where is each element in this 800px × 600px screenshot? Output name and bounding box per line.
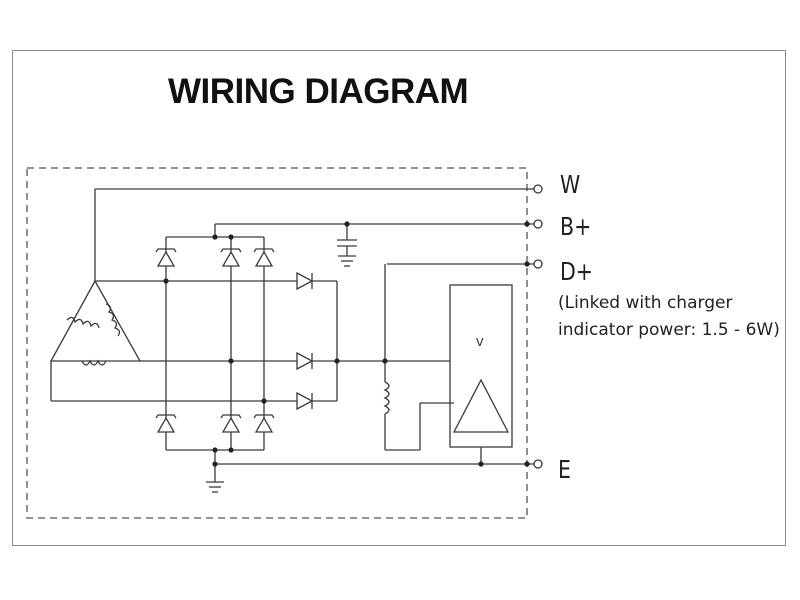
zener-diode	[155, 248, 177, 267]
terminal-circles	[533, 184, 543, 469]
terminal-w-circle	[533, 184, 543, 194]
terminal-label-dplus: D+	[560, 257, 593, 286]
junction-dots	[163, 221, 530, 467]
stator-delta-winding	[49, 279, 142, 366]
dplus-note-line1: (Linked with charger	[558, 293, 733, 313]
rectifier-bridge	[165, 224, 265, 482]
capacitor	[337, 224, 357, 256]
terminal-label-e: E	[558, 455, 571, 484]
zener-diode	[220, 414, 242, 433]
rotor-field-coil	[383, 381, 390, 415]
upper-zener-diodes	[155, 248, 275, 267]
stator-coil-bottom	[81, 359, 107, 366]
stator-coil-left	[66, 316, 100, 329]
terminal-dplus-circle	[533, 259, 543, 269]
terminal-e-circle	[533, 459, 543, 469]
terminal-bplus-circle	[533, 219, 543, 229]
diagram-title: WIRING DIAGRAM	[168, 72, 469, 111]
ground-symbol-capacitor	[338, 255, 356, 267]
exciter-diode	[296, 271, 314, 291]
regulator-label: V	[476, 336, 484, 349]
stator-coil-right	[105, 303, 121, 337]
terminal-wires	[94, 188, 534, 465]
zener-diode	[253, 414, 275, 433]
zener-diode	[253, 248, 275, 267]
dplus-note-line2: indicator power: 1.5 - 6W)	[558, 320, 780, 340]
exciter-diodes	[296, 271, 338, 411]
exciter-diode	[296, 391, 314, 411]
terminal-label-bplus: B+	[560, 212, 592, 241]
lower-zener-diodes	[155, 414, 275, 433]
zener-diode	[155, 414, 177, 433]
ground-symbol-frame	[206, 481, 224, 493]
alternator-boundary	[26, 167, 528, 519]
outer-frame	[12, 50, 786, 546]
phase-lines	[50, 280, 385, 402]
terminal-label-w: W	[560, 170, 581, 199]
zener-diode	[220, 248, 242, 267]
voltage-regulator	[449, 284, 513, 464]
field-circuit	[383, 264, 454, 451]
exciter-diode	[296, 351, 314, 371]
